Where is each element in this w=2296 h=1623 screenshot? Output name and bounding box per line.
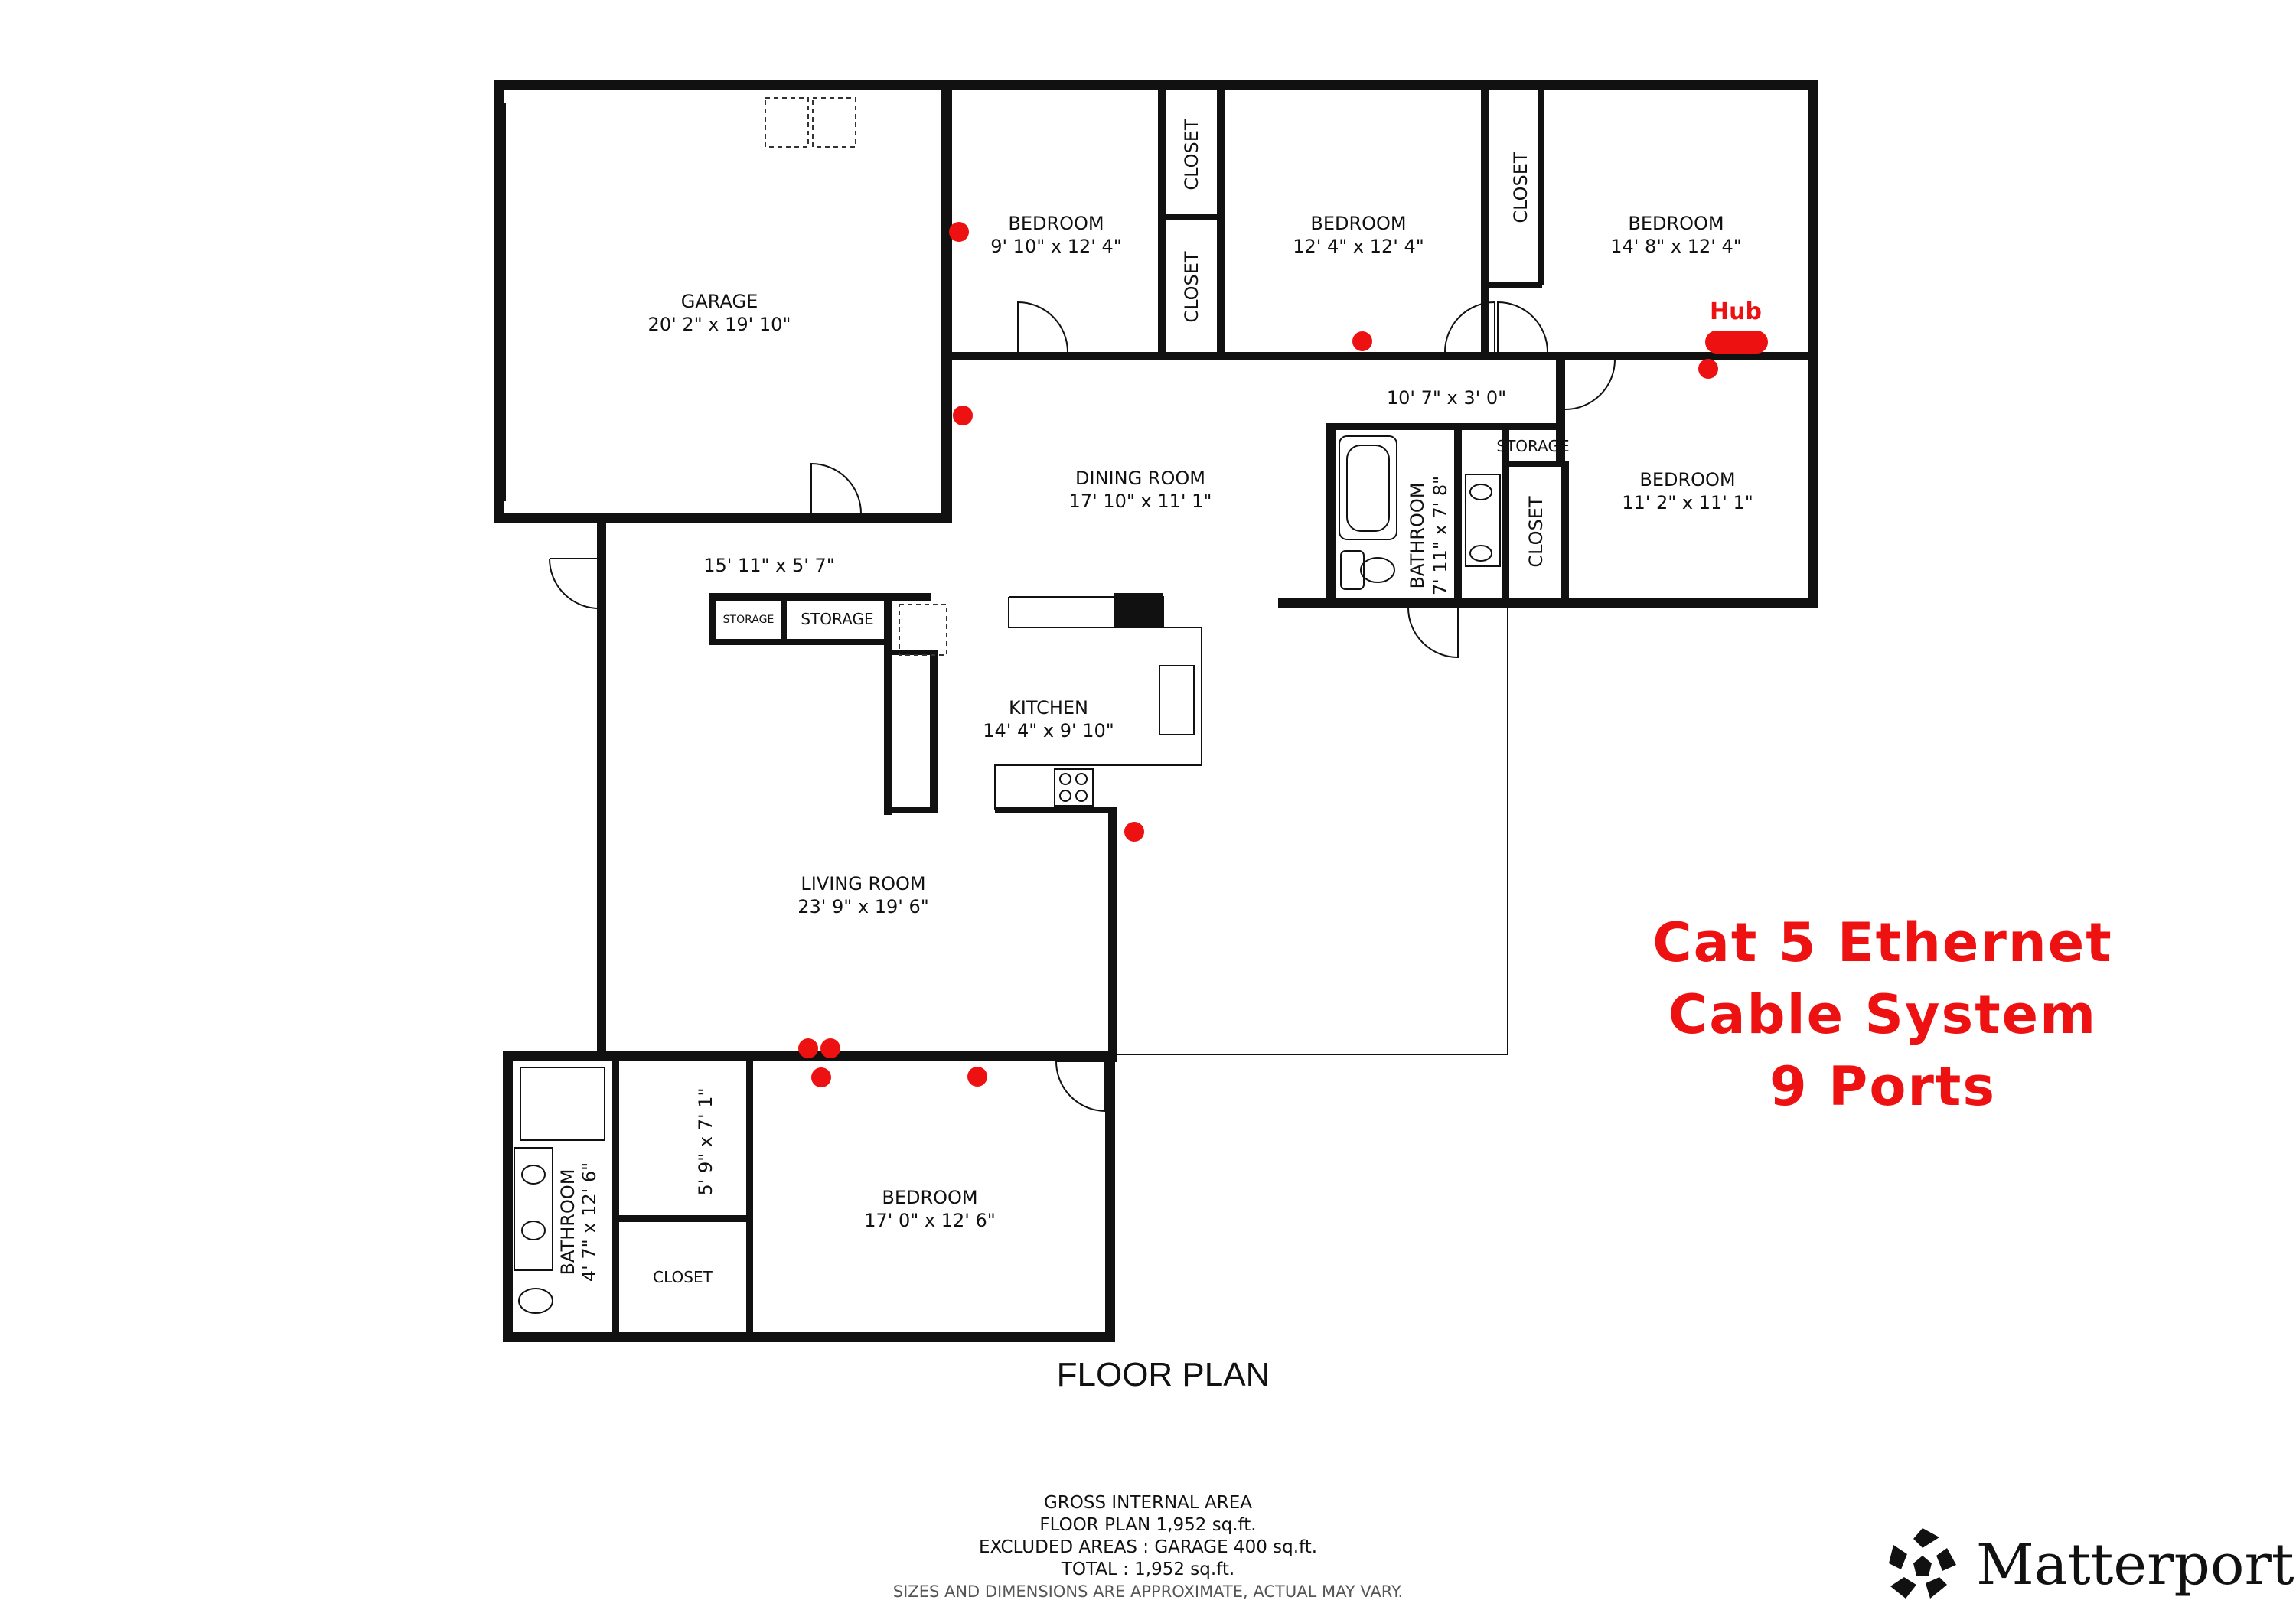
bath2-dims: 4' 7" x 12' 6"	[579, 1162, 600, 1282]
fixtures	[504, 97, 1616, 1314]
port-marker	[798, 1038, 818, 1058]
port-marker	[1124, 822, 1144, 842]
port-marker	[811, 1067, 831, 1087]
dining-label: DINING ROOM	[1075, 468, 1205, 489]
hub-label: Hub	[1710, 298, 1762, 325]
bath2-label: BATHROOM	[557, 1169, 579, 1276]
area-summary: GROSS INTERNAL AREA FLOOR PLAN 1,952 sq.…	[765, 1492, 1531, 1603]
area-total: TOTAL : 1,952 sq.ft.	[1061, 1559, 1235, 1579]
hub-marker	[1705, 331, 1768, 354]
bedroom2-dims: 12' 4" x 12' 4"	[1293, 236, 1424, 257]
room-labels: GARAGE 20' 2" x 19' 10" BEDROOM 9' 10" x…	[557, 119, 1753, 1286]
area-note: SIZES AND DIMENSIONS ARE APPROXIMATE, AC…	[892, 1582, 1404, 1601]
hall2-dims: 15' 11" x 5' 7"	[703, 555, 835, 576]
legend-line-2: Cable System	[1668, 983, 2098, 1046]
brand-name: Matterport®	[1976, 1532, 2296, 1598]
ethernet-ports: Hub	[798, 222, 1768, 1087]
closet-d-label: CLOSET	[1525, 496, 1547, 568]
living-dims: 23' 9" x 19' 6"	[797, 896, 929, 917]
legend-line-1: Cat 5 Ethernet	[1652, 911, 2113, 974]
port-marker	[1352, 331, 1372, 351]
registered-mark: ®	[2294, 1547, 2296, 1569]
matterport-logo-icon	[1889, 1528, 1956, 1599]
area-floor: FLOOR PLAN 1,952 sq.ft.	[1039, 1515, 1257, 1535]
closet-e-label: CLOSET	[653, 1268, 713, 1286]
bedroom2-label: BEDROOM	[1310, 213, 1406, 234]
garage-dims: 20' 2" x 19' 10"	[648, 314, 791, 335]
bedroom1-label: BEDROOM	[1008, 213, 1104, 234]
bedroom1-dims: 9' 10" x 12' 4"	[990, 236, 1122, 257]
matterport-brand: Matterport®	[1883, 1523, 2296, 1607]
area-heading: GROSS INTERNAL AREA	[1043, 1493, 1252, 1513]
closet-c-label: CLOSET	[1510, 152, 1531, 223]
port-marker	[967, 1067, 987, 1087]
dining-dims: 17' 10" x 11' 1"	[1069, 490, 1212, 512]
garage-label: GARAGE	[681, 291, 758, 312]
legend-line-3: 9 Ports	[1769, 1055, 1997, 1118]
storage-c-label: STORAGE	[801, 610, 873, 628]
floor-plan-title: FLOOR PLAN	[1056, 1356, 1270, 1393]
kitchen-label: KITCHEN	[1009, 697, 1088, 719]
kitchen-dims: 14' 4" x 9' 10"	[983, 720, 1114, 741]
bedroom3-label: BEDROOM	[1628, 213, 1724, 234]
bedroom4-label: BEDROOM	[1639, 469, 1735, 490]
bedroom5-label: BEDROOM	[882, 1187, 977, 1208]
bedroom5-dims: 17' 0" x 12' 6"	[864, 1210, 996, 1231]
port-marker	[949, 222, 969, 242]
port-marker	[1698, 359, 1718, 379]
storage-b-label: STORAGE	[723, 614, 775, 626]
closet-a-label: CLOSET	[1181, 119, 1202, 191]
closet-b-label: CLOSET	[1181, 251, 1202, 323]
port-marker	[820, 1038, 840, 1058]
bath1-dims: 7' 11" x 7' 8"	[1430, 476, 1451, 595]
bedroom4-dims: 11' 2" x 11' 1"	[1622, 492, 1753, 513]
hall1-dims: 10' 7" x 3' 0"	[1387, 387, 1506, 409]
area-excluded: EXCLUDED AREAS : GARAGE 400 sq.ft.	[978, 1537, 1318, 1557]
storage-a-label: STORAGE	[1496, 437, 1569, 455]
living-label: LIVING ROOM	[801, 873, 925, 895]
hall3-dims: 5' 9" x 7' 1"	[695, 1087, 716, 1195]
port-marker	[953, 406, 973, 425]
walls	[494, 80, 1818, 1342]
bath1-label: BATHROOM	[1407, 483, 1428, 589]
ethernet-legend: Cat 5 Ethernet Cable System 9 Ports	[1561, 907, 2204, 1123]
bedroom3-dims: 14' 8" x 12' 4"	[1610, 236, 1742, 257]
